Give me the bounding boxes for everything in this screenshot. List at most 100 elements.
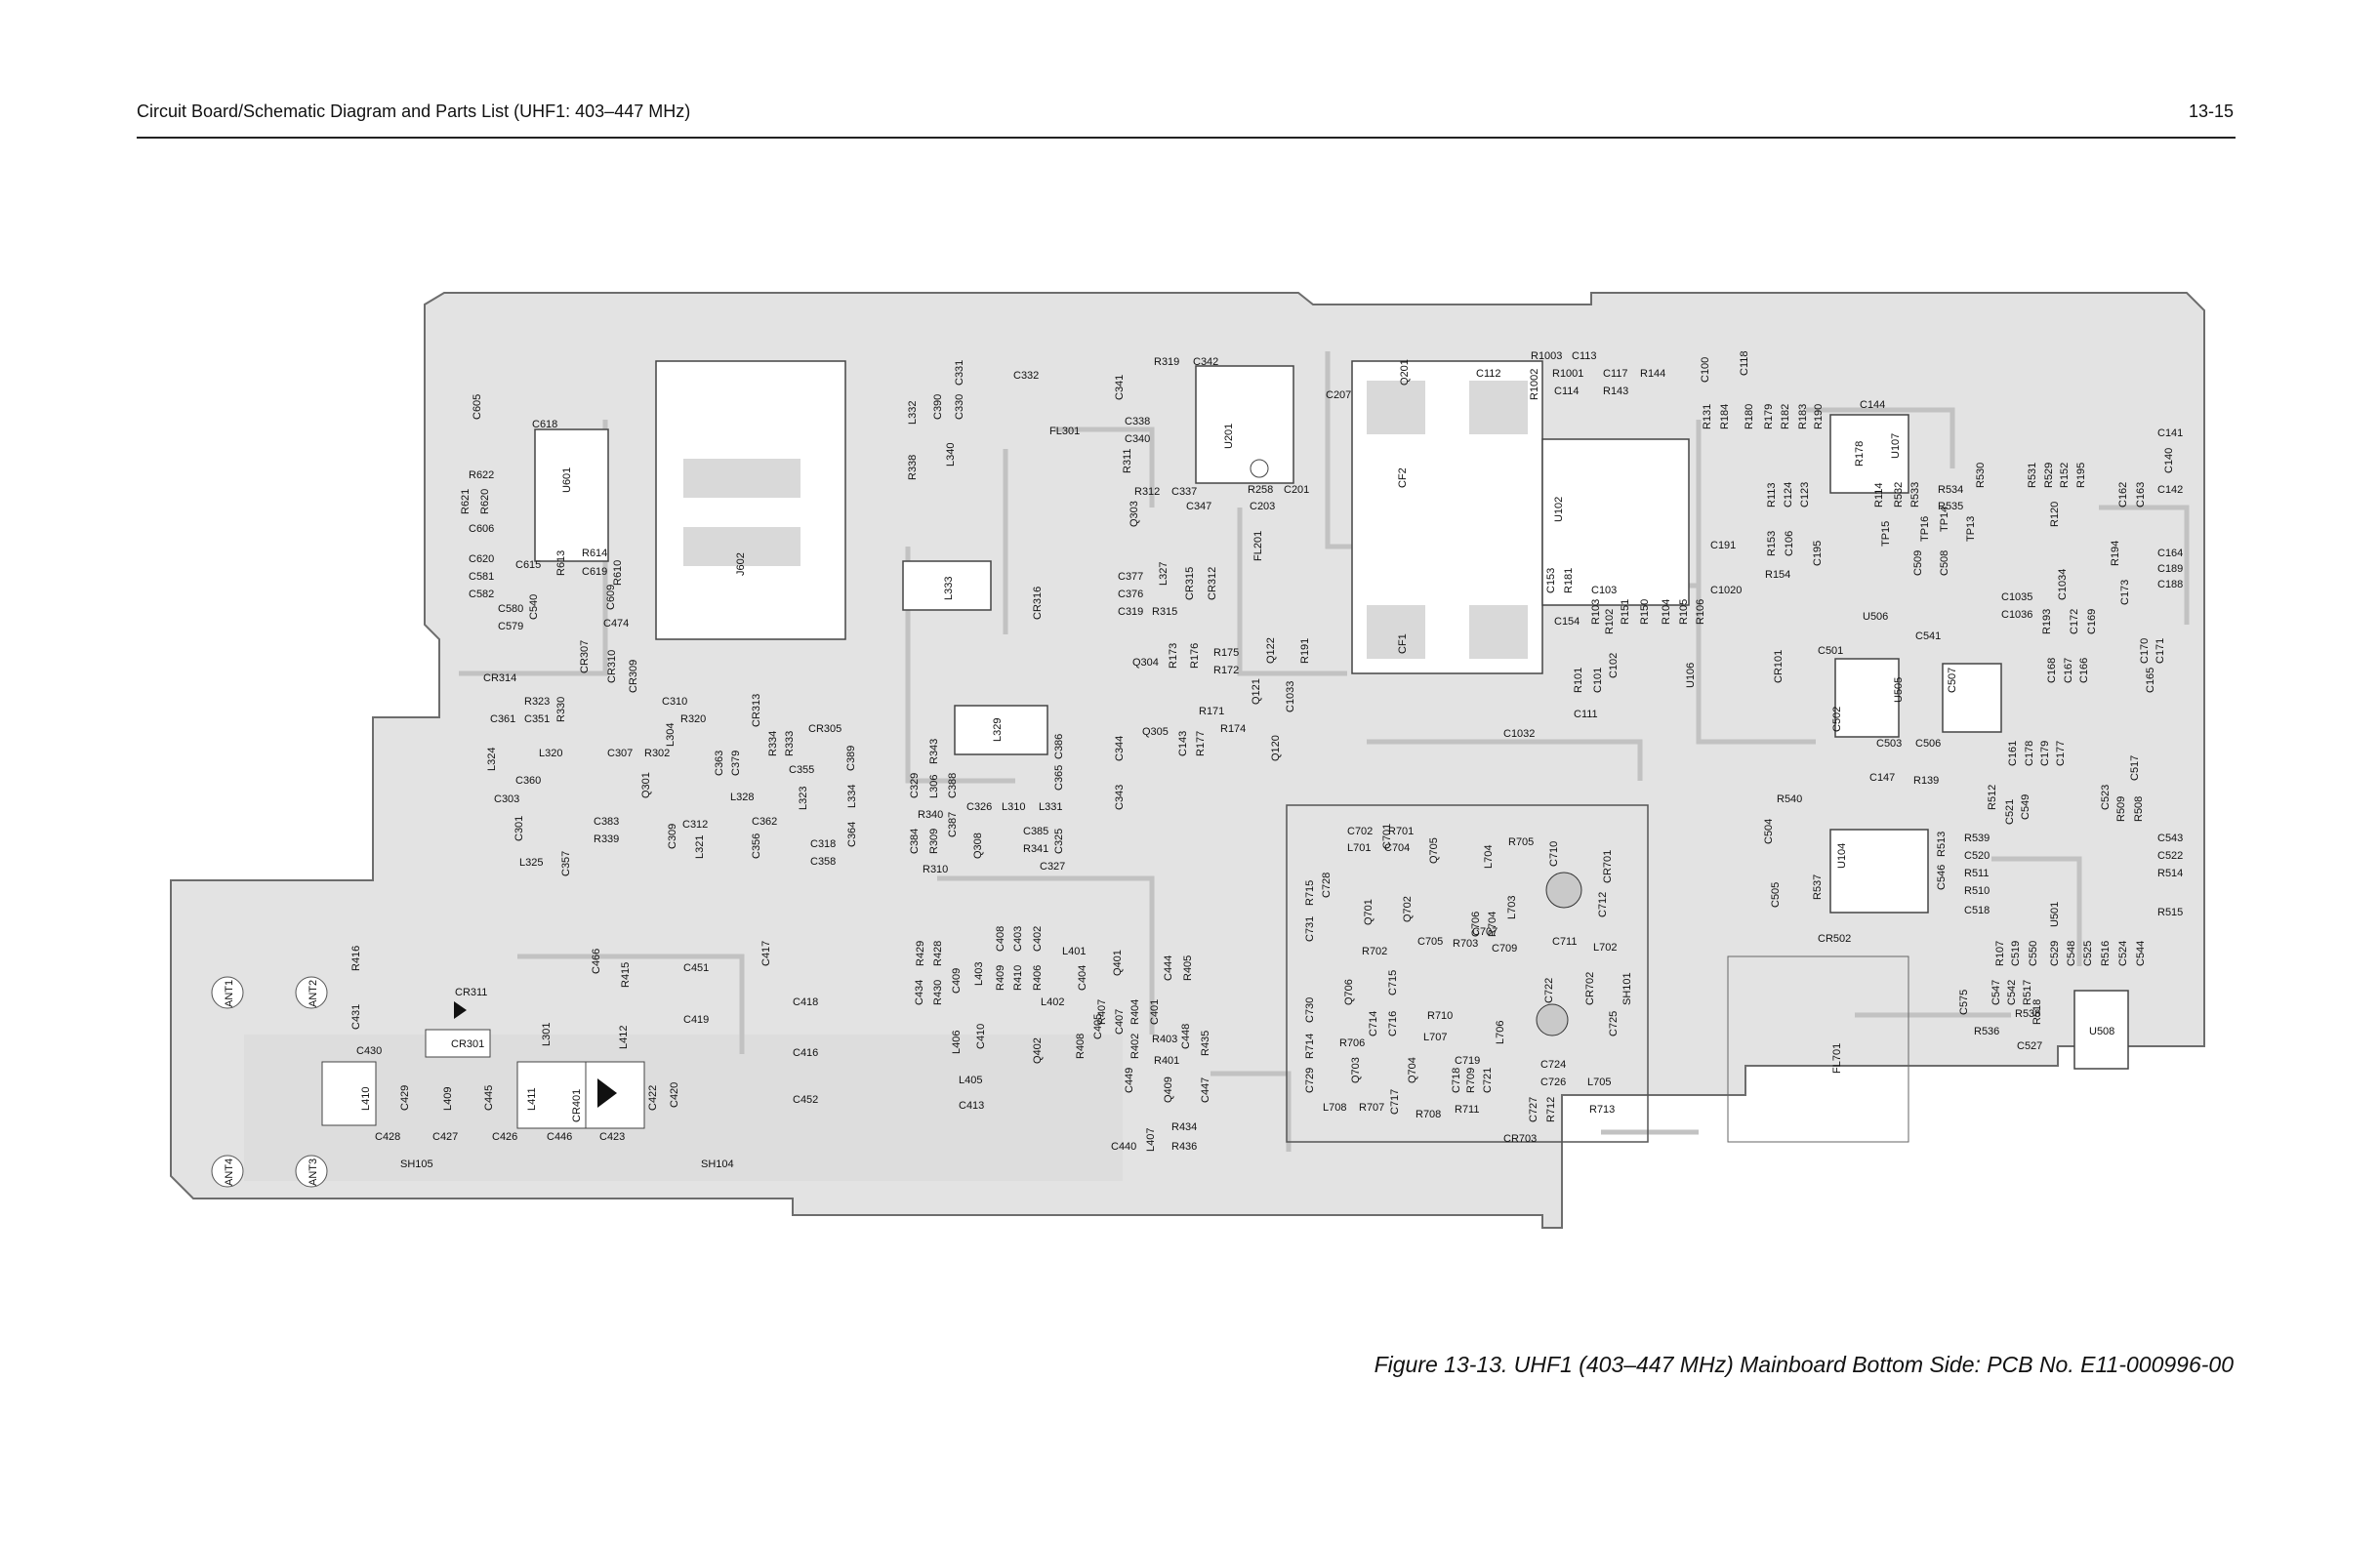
part-label-c301: C301 bbox=[513, 816, 525, 841]
part-label-c508: C508 bbox=[1939, 550, 1950, 576]
part-label-c426: C426 bbox=[492, 1131, 517, 1143]
part-label-c619: C619 bbox=[582, 566, 607, 578]
part-label-c474: C474 bbox=[603, 618, 629, 630]
part-label-cr703: CR703 bbox=[1503, 1133, 1537, 1145]
part-label-cr311: CR311 bbox=[455, 987, 487, 998]
part-label-c525: C525 bbox=[2082, 941, 2094, 966]
part-label-c423: C423 bbox=[599, 1131, 625, 1143]
part-label-c332: C332 bbox=[1013, 370, 1039, 382]
part-label-r175: R175 bbox=[1213, 647, 1239, 659]
part-label-r513: R513 bbox=[1936, 832, 1948, 857]
part-label-c580: C580 bbox=[498, 603, 523, 615]
part-label-c605: C605 bbox=[472, 394, 483, 420]
part-label-r315: R315 bbox=[1152, 606, 1177, 618]
part-label-r516: R516 bbox=[2100, 941, 2112, 966]
part-label-r114: R114 bbox=[1873, 483, 1885, 508]
part-label-c729: C729 bbox=[1304, 1068, 1316, 1093]
part-label-c501: C501 bbox=[1818, 645, 1843, 657]
part-label-c1035: C1035 bbox=[2001, 591, 2032, 603]
part-label-c142: C142 bbox=[2157, 484, 2183, 496]
part-label-c100: C100 bbox=[1700, 357, 1711, 383]
part-label-c1032: C1032 bbox=[1503, 728, 1535, 740]
part-label-r338: R338 bbox=[907, 455, 919, 480]
part-label-c409: C409 bbox=[951, 968, 963, 994]
part-label-r340: R340 bbox=[918, 809, 943, 821]
part-label-c171: C171 bbox=[2154, 638, 2166, 664]
part-label-c1036: C1036 bbox=[2001, 609, 2032, 621]
part-label-r429: R429 bbox=[915, 941, 926, 966]
part-label-c401: C401 bbox=[1149, 999, 1161, 1025]
part-label-r514: R514 bbox=[2157, 868, 2183, 879]
part-label-c620: C620 bbox=[469, 553, 494, 565]
part-label-c389: C389 bbox=[845, 746, 857, 771]
part-label-c365: C365 bbox=[1053, 765, 1065, 791]
part-label-c448: C448 bbox=[1180, 1024, 1192, 1049]
part-label-r511: R511 bbox=[1964, 868, 1989, 879]
part-label-r708: R708 bbox=[1416, 1109, 1441, 1120]
ant2-label: ANT2 bbox=[308, 980, 319, 1007]
part-label-c549: C549 bbox=[2020, 794, 2031, 820]
part-label-c309: C309 bbox=[667, 824, 678, 849]
part-label-r537: R537 bbox=[1812, 874, 1824, 900]
part-label-l323: L323 bbox=[798, 787, 809, 810]
part-label-c702: C702 bbox=[1347, 826, 1373, 837]
part-label-r1003: R1003 bbox=[1531, 350, 1562, 362]
part-label-u505: U505 bbox=[1893, 677, 1905, 703]
part-label-cr305: CR305 bbox=[808, 723, 841, 735]
part-label-r709: R709 bbox=[1465, 1068, 1477, 1093]
part-label-c203: C203 bbox=[1250, 501, 1275, 512]
part-label-r536: R536 bbox=[1974, 1026, 1999, 1037]
part-label-c147: C147 bbox=[1869, 772, 1895, 784]
part-label-c178: C178 bbox=[2024, 741, 2035, 766]
fl701-block bbox=[1727, 955, 1909, 1143]
part-label-r533: R533 bbox=[1909, 482, 1921, 508]
part-label-c429: C429 bbox=[399, 1085, 411, 1111]
part-label-tp16: TP16 bbox=[1919, 516, 1931, 542]
part-label-l324: L324 bbox=[486, 748, 498, 771]
part-label-c509: C509 bbox=[1912, 550, 1924, 576]
part-label-cr315: CR315 bbox=[1184, 567, 1196, 600]
part-label-r195: R195 bbox=[2075, 463, 2087, 488]
u601-block bbox=[534, 428, 609, 562]
part-label-c318: C318 bbox=[810, 838, 836, 850]
part-label-r710: R710 bbox=[1427, 1010, 1453, 1022]
c502-label: C502 bbox=[1831, 707, 1843, 732]
part-label-r190: R190 bbox=[1813, 404, 1825, 429]
part-label-c434: C434 bbox=[914, 980, 925, 1005]
part-label-q121: Q121 bbox=[1251, 678, 1262, 705]
part-label-c727: C727 bbox=[1528, 1097, 1539, 1122]
part-label-u501: U501 bbox=[2049, 902, 2061, 927]
part-label-l334: L334 bbox=[846, 785, 858, 808]
c507-label: C507 bbox=[1947, 668, 1958, 693]
part-label-c440: C440 bbox=[1111, 1141, 1136, 1153]
part-label-r434: R434 bbox=[1171, 1121, 1197, 1133]
part-label-c724: C724 bbox=[1540, 1059, 1566, 1071]
part-label-r101: R101 bbox=[1573, 668, 1584, 693]
part-label-c407: C407 bbox=[1114, 1009, 1126, 1035]
part-label-c711: C711 bbox=[1552, 936, 1577, 948]
part-label-r535: R535 bbox=[1938, 501, 1963, 512]
part-label-c718: C718 bbox=[1451, 1068, 1462, 1093]
part-label-l327: L327 bbox=[1158, 562, 1169, 586]
part-label-r179: R179 bbox=[1763, 404, 1775, 429]
part-label-r510: R510 bbox=[1964, 885, 1990, 897]
part-label-c188: C188 bbox=[2157, 579, 2183, 590]
part-label-c172: C172 bbox=[2069, 609, 2080, 634]
part-label-c143: C143 bbox=[1177, 731, 1189, 756]
part-label-r105: R105 bbox=[1678, 599, 1690, 625]
part-label-c717: C717 bbox=[1389, 1089, 1401, 1115]
part-label-l340: L340 bbox=[945, 443, 957, 467]
part-label-c169: C169 bbox=[2086, 609, 2098, 634]
part-label-r151: R151 bbox=[1620, 599, 1631, 625]
part-label-c347: C347 bbox=[1186, 501, 1211, 512]
part-label-c503: C503 bbox=[1876, 738, 1902, 750]
part-label-c519: C519 bbox=[2010, 941, 2022, 966]
part-label-c162: C162 bbox=[2117, 482, 2129, 508]
part-label-r701: R701 bbox=[1388, 826, 1414, 837]
part-label-r406: R406 bbox=[1032, 965, 1044, 991]
part-label-c344: C344 bbox=[1114, 736, 1126, 761]
ant1-label: ANT1 bbox=[224, 980, 235, 1007]
part-label-r539: R539 bbox=[1964, 833, 1990, 844]
part-label-c361: C361 bbox=[490, 713, 515, 725]
part-label-fl201: FL201 bbox=[1252, 531, 1264, 561]
